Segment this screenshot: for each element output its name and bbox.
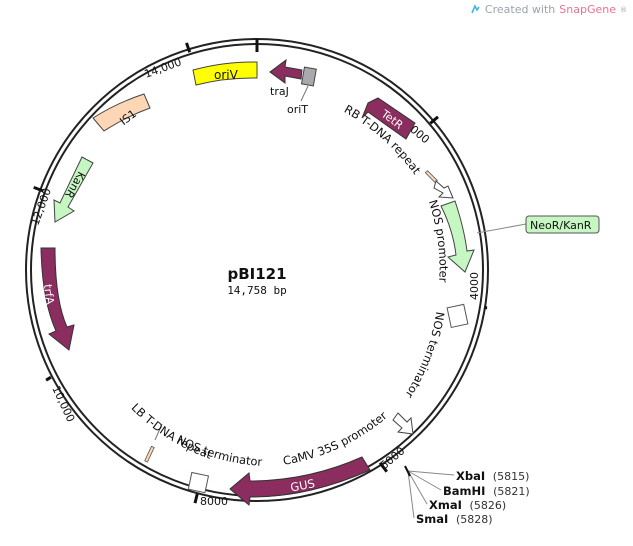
- feature-trfA[interactable]: trfA: [40, 247, 75, 351]
- CaMV-label: CaMV 35S promoter: [282, 408, 390, 467]
- traJ-label: traJ: [270, 85, 289, 98]
- feature-LB-T-DNA-repeat[interactable]: LB T-DNA repeat: [129, 400, 215, 463]
- oriT-label: oriT: [287, 103, 308, 116]
- tick-label: 8000: [200, 495, 228, 508]
- feature-NOS-terminator-1[interactable]: NOS terminator: [402, 303, 469, 401]
- feature-NeoR-KanR[interactable]: NeoR/KanR: [440, 200, 600, 273]
- credit-mark: ®: [620, 5, 627, 14]
- site-position: (5815): [493, 470, 530, 483]
- feature-GUS[interactable]: GUS: [229, 456, 371, 506]
- credit-prefix: Created with: [484, 3, 556, 16]
- restriction-site-SmaI[interactable]: SmaI (5828): [416, 512, 493, 526]
- restriction-site-XmaI[interactable]: XmaI (5826): [429, 498, 506, 512]
- snapgene-credit: Created with SnapGene ®: [470, 3, 627, 16]
- trfA-label: trfA: [41, 284, 57, 306]
- GUS-label: GUS: [289, 476, 316, 494]
- NeoR-KanR-label-box: [525, 215, 600, 234]
- restriction-site-XbaI[interactable]: XbaI (5815): [456, 469, 529, 483]
- credit-brand: SnapGene: [559, 3, 616, 16]
- feature-traJ[interactable]: traJ: [269, 58, 303, 98]
- LB-label: LB T-DNA repeat: [129, 400, 215, 462]
- coordinate-ticks: [33, 42, 488, 504]
- plasmid-length: 14,758 bp: [227, 284, 287, 297]
- svg-text:XbaI (5815): XbaI (5815): [456, 469, 529, 483]
- site-name: SmaI: [416, 512, 448, 526]
- NeoR-KanR-label: NeoR/KanR: [530, 219, 592, 232]
- svg-text:XmaI (5826): XmaI (5826): [429, 498, 506, 512]
- svg-text:BamHI (5821): BamHI (5821): [443, 484, 530, 498]
- oriV-label: oriV: [214, 68, 239, 82]
- site-name: BamHI: [443, 484, 485, 498]
- tick-label: 4000: [468, 272, 481, 300]
- restriction-site-leaders: [407, 470, 455, 519]
- site-position: (5826): [470, 499, 507, 512]
- feature-KanR[interactable]: KanR: [53, 156, 94, 223]
- site-cluster-tick: [404, 465, 411, 477]
- site-position: (5828): [456, 513, 493, 526]
- site-name: XmaI: [429, 498, 462, 512]
- feature-oriV[interactable]: oriV: [192, 61, 258, 86]
- feature-NOS-promoter[interactable]: NOS promoter: [426, 180, 454, 283]
- svg-text:SmaI (5828): SmaI (5828): [416, 512, 493, 526]
- site-name: XbaI: [456, 469, 485, 483]
- snapgene-logo-icon: [471, 4, 480, 14]
- feature-oriT[interactable]: oriT: [287, 66, 317, 116]
- plasmid-name: pBI121: [227, 265, 286, 283]
- restriction-site-BamHI[interactable]: BamHI (5821): [443, 484, 530, 498]
- tick-label: 12,000: [29, 186, 54, 227]
- NOS-terminator-1-label: NOS terminator: [402, 311, 447, 401]
- site-position: (5821): [493, 485, 530, 498]
- tick-label: 10,000: [49, 384, 77, 424]
